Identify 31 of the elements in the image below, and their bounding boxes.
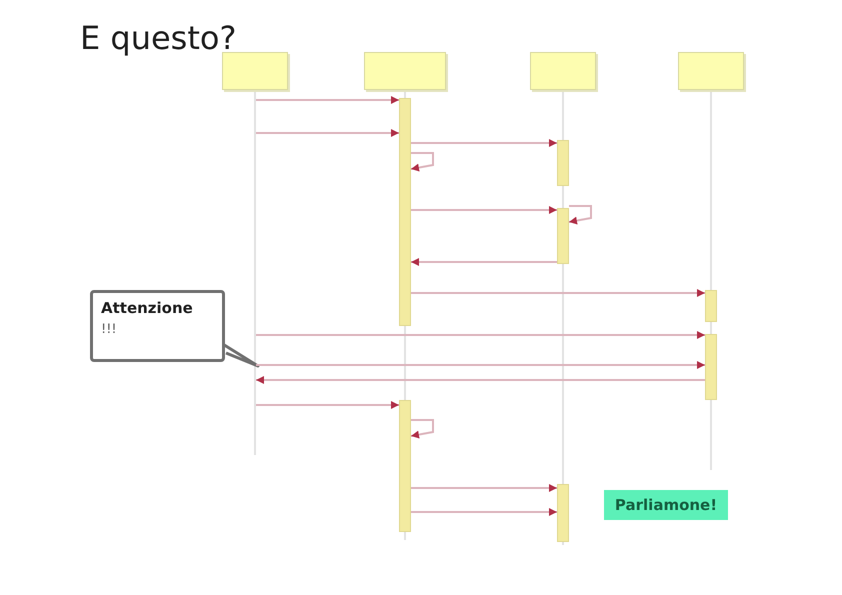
message-arrow: [411, 484, 557, 492]
message-arrow: [256, 361, 705, 369]
message-arrow: [568, 205, 592, 224]
activation-bar: [705, 290, 717, 322]
note-text: Attenzione: [101, 298, 194, 319]
activation-bar: [557, 140, 569, 186]
lifeline-head: [364, 52, 446, 90]
activation-bar: [399, 400, 411, 532]
slide-title: E questo?: [80, 22, 236, 54]
message-arrow: [411, 289, 705, 297]
message-arrow: [411, 139, 557, 147]
message-arrow: [411, 258, 557, 266]
sticky-note: [604, 490, 728, 520]
message-arrow: [256, 96, 399, 104]
note-text: !!!: [101, 320, 118, 338]
note-text: Parliamone!: [614, 494, 718, 516]
message-arrow: [411, 206, 557, 214]
lifeline-head: [678, 52, 744, 90]
activation-bar: [557, 208, 569, 264]
lifeline-head: [530, 52, 596, 90]
message-arrow: [256, 401, 399, 409]
message-arrow: [410, 152, 434, 172]
activation-bar: [557, 484, 569, 542]
message-arrow: [256, 129, 399, 137]
message-arrow: [411, 508, 557, 516]
activation-bar: [705, 334, 717, 400]
message-arrow: [256, 331, 705, 339]
message-arrow: [256, 376, 705, 384]
callout-box: [90, 290, 225, 362]
activation-bar: [399, 98, 411, 326]
message-arrow: [410, 419, 434, 438]
